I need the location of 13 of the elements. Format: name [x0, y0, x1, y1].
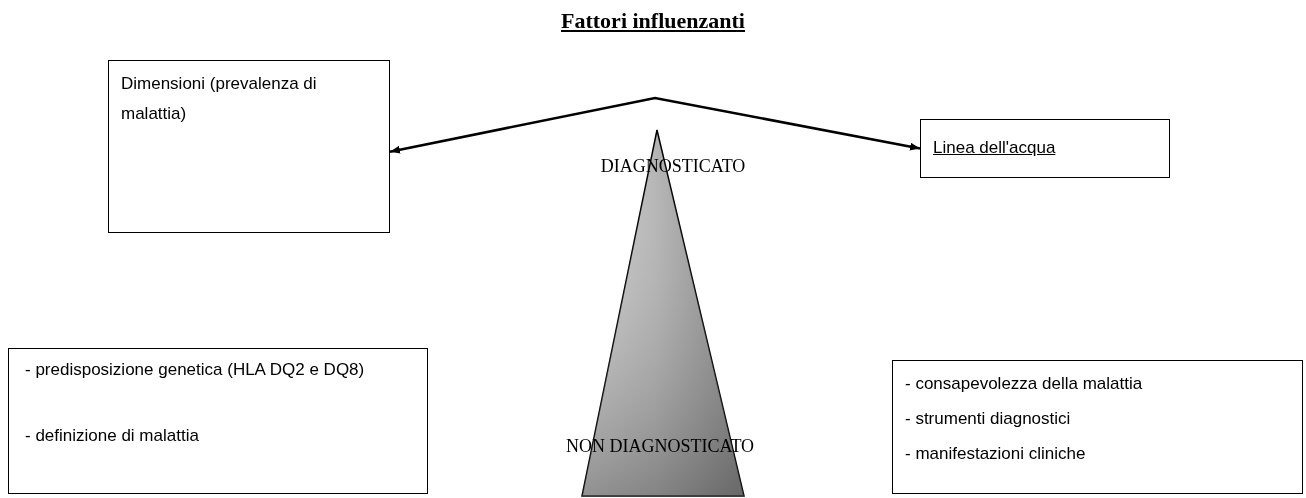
list-item: - definizione di malattia: [25, 425, 200, 447]
text-box: [892, 360, 1303, 494]
text-box: [8, 348, 428, 494]
title: Fattori influenzanti: [560, 8, 746, 34]
list-item: - consapevolezza della malattia: [905, 373, 1144, 395]
double-arrow: [389, 96, 921, 154]
list-item: - predisposizione genetica (HLA DQ2 e DQ8): [25, 359, 366, 381]
box-text: Dimensioni (prevalenza di malattia): [121, 73, 318, 125]
text-box: [108, 60, 390, 233]
box-text: Linea dell'acqua: [933, 137, 1057, 159]
list-item: - manifestazioni cliniche: [905, 443, 1087, 465]
list-item: - strumenti diagnostici: [905, 408, 1072, 430]
text-box: [920, 119, 1170, 178]
